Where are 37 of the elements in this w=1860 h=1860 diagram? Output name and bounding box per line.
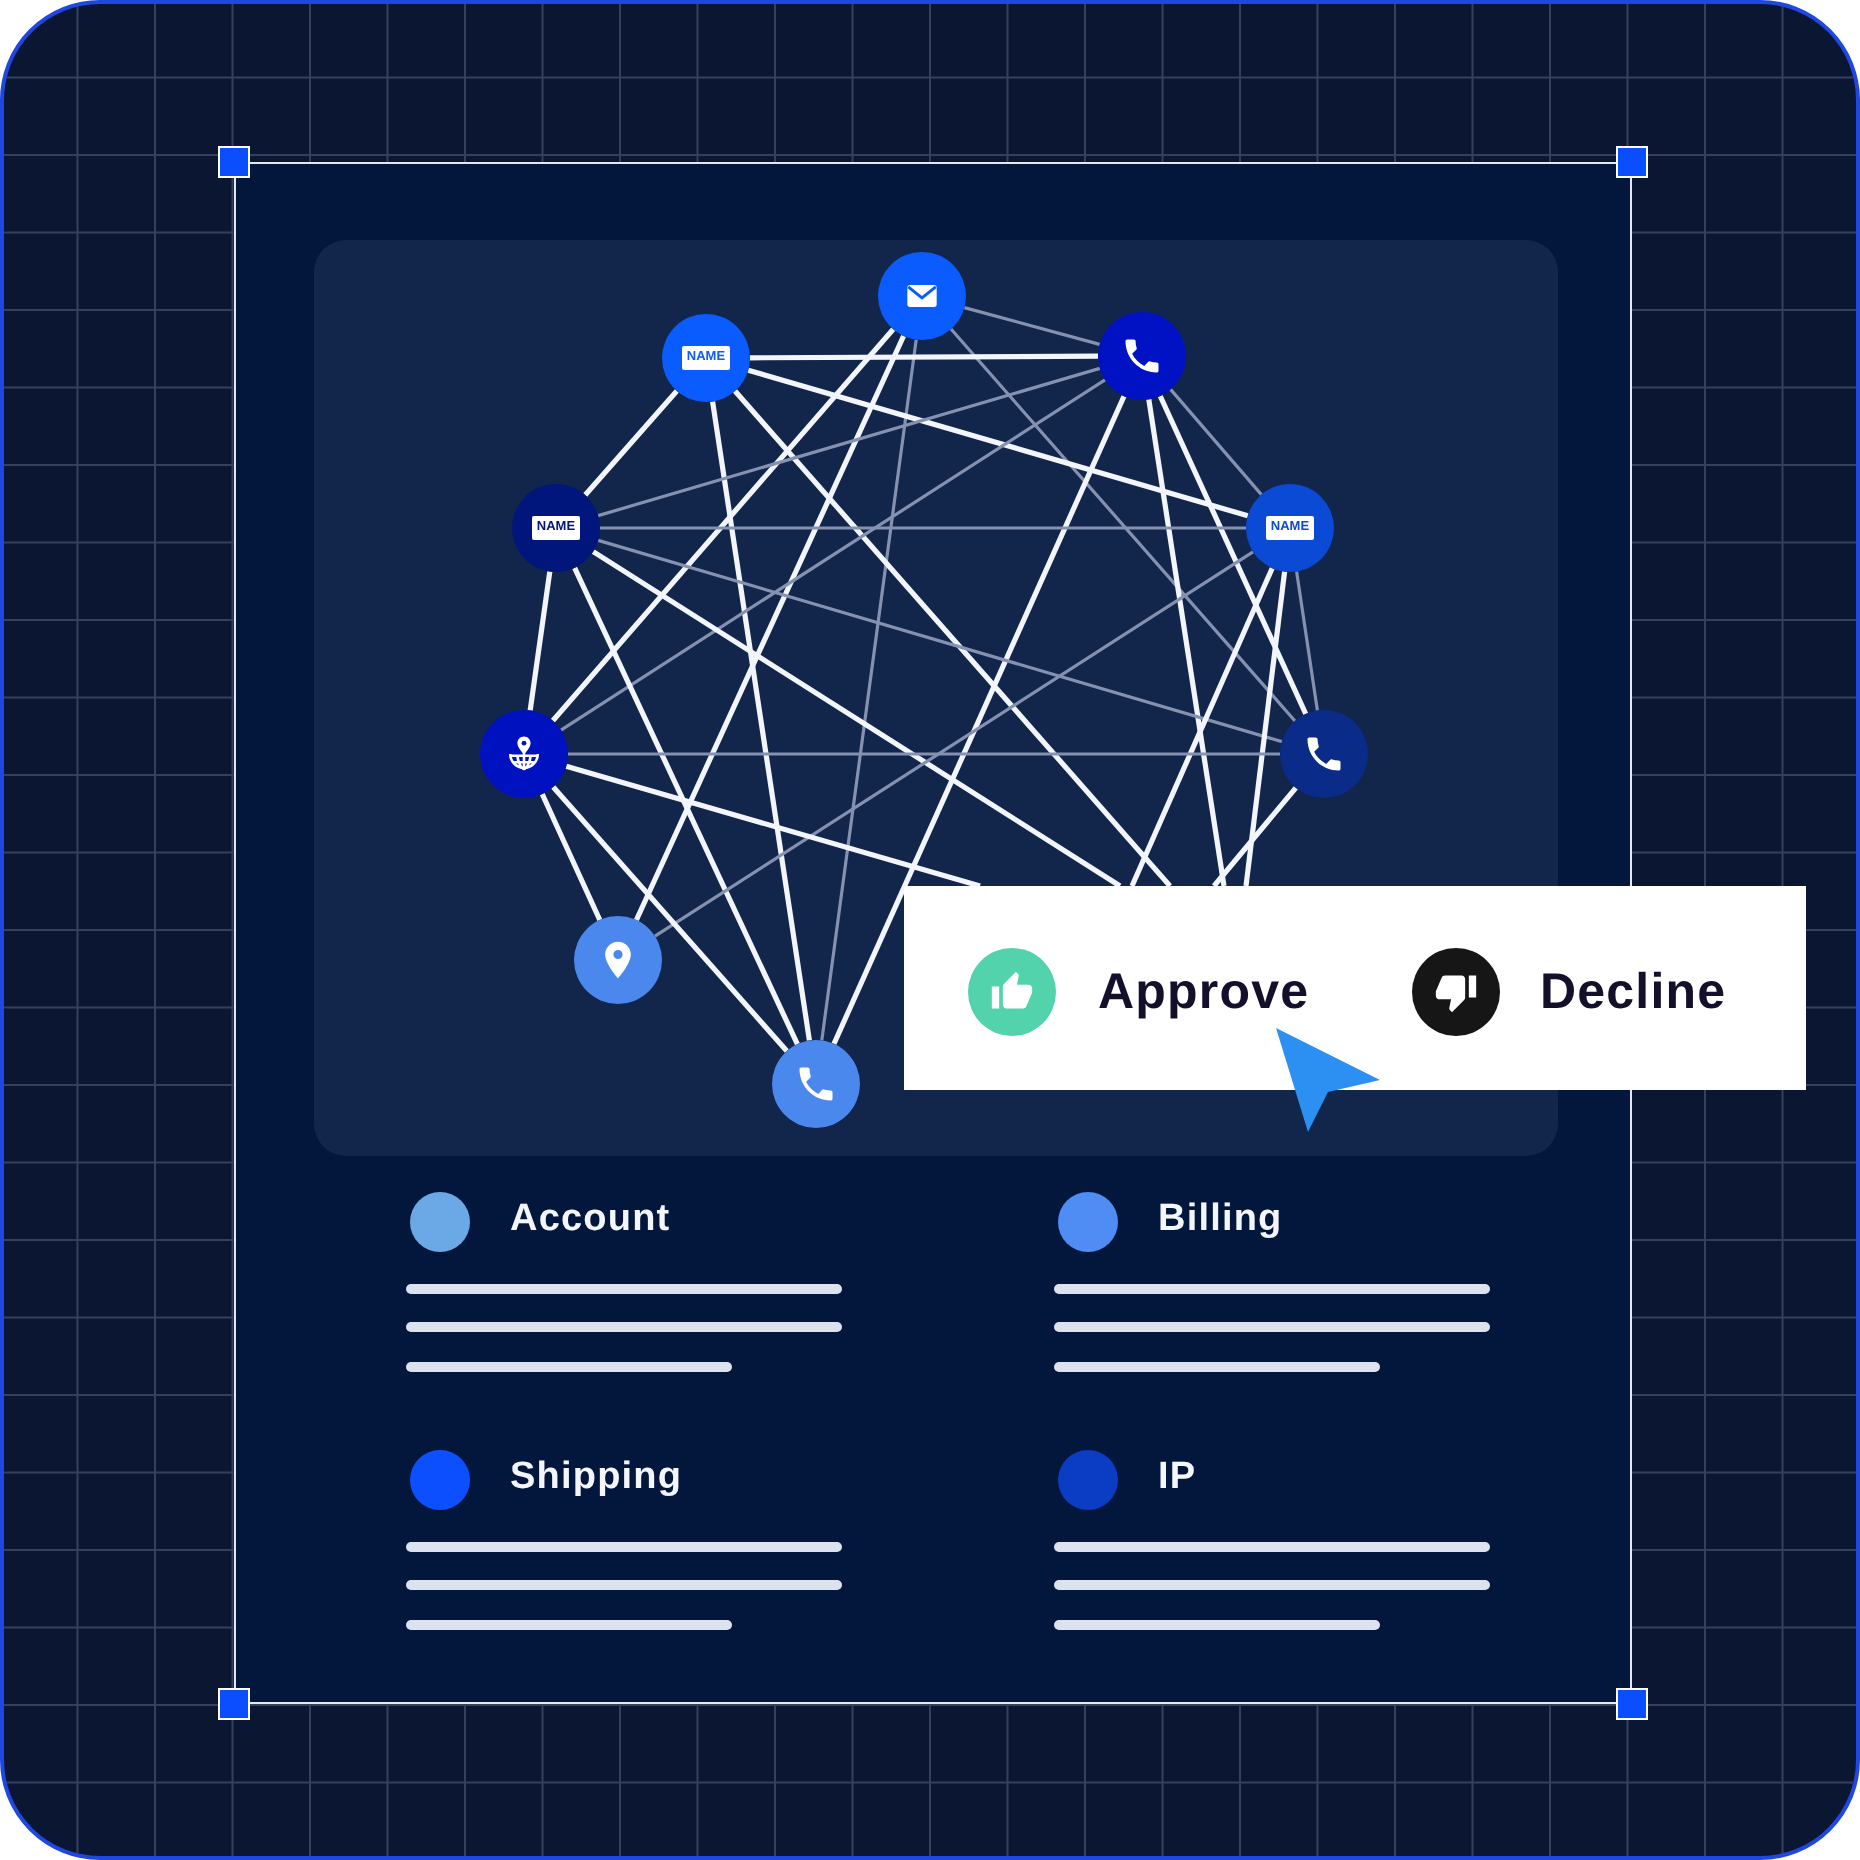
connector-line — [565, 763, 981, 889]
connector-line — [1243, 571, 1288, 887]
connector-line — [550, 327, 896, 723]
connector-line — [597, 366, 1101, 518]
connector-line — [568, 752, 1280, 756]
connector-line — [551, 785, 789, 1053]
action-popup — [904, 886, 1806, 1090]
action-label: Decline — [1540, 962, 1727, 1024]
connector-line — [750, 353, 1098, 361]
connector-line — [949, 327, 1297, 723]
legend-label: Billing — [1158, 1196, 1283, 1244]
connector-line — [527, 571, 553, 711]
connector-line — [1146, 399, 1227, 887]
connector-line — [597, 538, 1283, 744]
connector-line — [654, 550, 1254, 938]
connector-line — [710, 401, 812, 1041]
action-label: Approve — [1098, 962, 1310, 1024]
connector-line — [1295, 571, 1319, 711]
legend-label: IP — [1158, 1454, 1197, 1502]
connector-line — [1157, 394, 1309, 716]
connector-line — [820, 339, 918, 1041]
connector-line — [964, 306, 1100, 346]
connector-line — [1169, 388, 1263, 496]
legend-label: Shipping — [510, 1454, 683, 1502]
legend-label: Account — [510, 1196, 671, 1244]
connector-line — [831, 395, 1127, 1045]
connector-line — [1212, 786, 1298, 888]
connector-line — [1129, 567, 1275, 888]
connector-line — [747, 367, 1249, 519]
connector-line — [560, 378, 1106, 732]
connector-line — [591, 549, 1122, 889]
connector-line — [634, 334, 906, 922]
connector-line — [539, 792, 603, 922]
connector-line — [600, 526, 1246, 530]
connector-line — [583, 389, 679, 497]
connector-line — [733, 389, 1172, 888]
connector-line — [572, 566, 800, 1046]
